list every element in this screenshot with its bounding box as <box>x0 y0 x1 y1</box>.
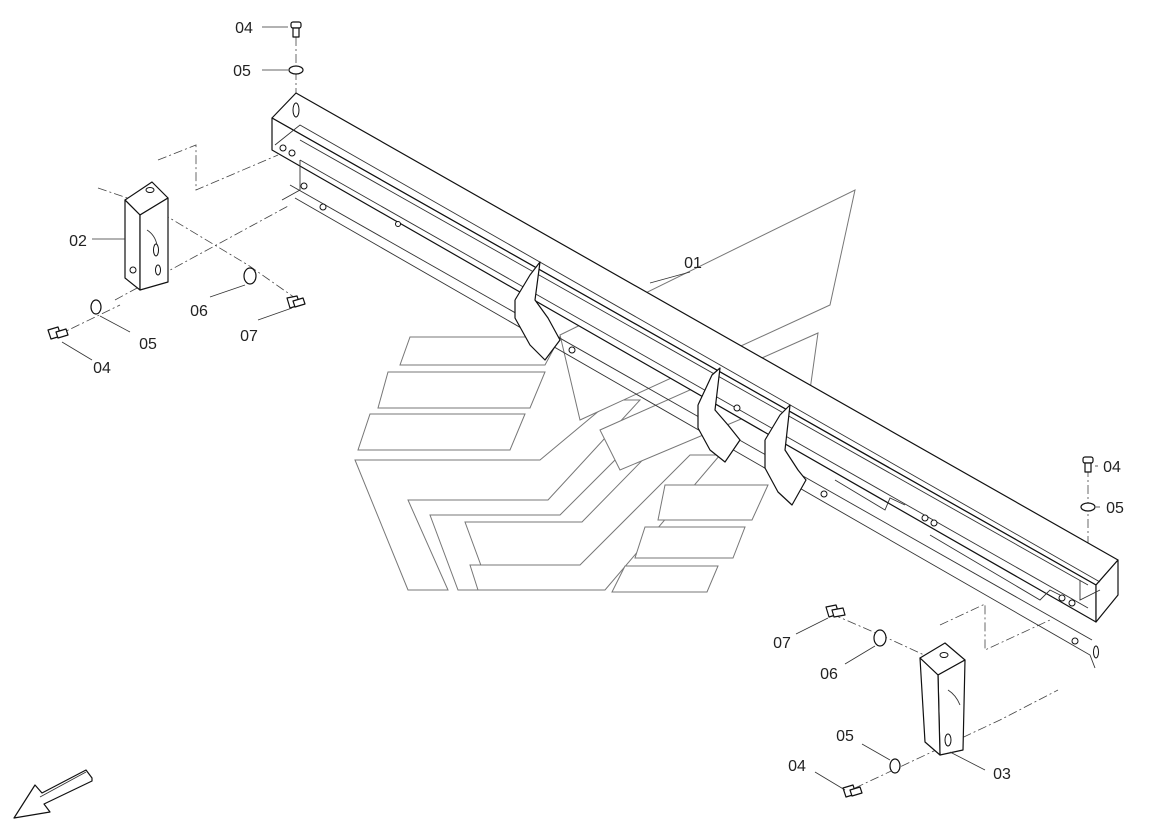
left-lower-washer-icon <box>90 299 102 315</box>
top-right-bolt-icon <box>1082 456 1094 473</box>
callout-06-right-washer: 06 <box>820 666 838 683</box>
callout-07-left-bolt: 07 <box>240 328 258 345</box>
leader-lines <box>61 26 1100 791</box>
callout-05-top-right-washer: 05 <box>1106 500 1124 517</box>
left-washer-icon <box>243 267 257 285</box>
callout-05-left-lower-washer: 05 <box>139 336 157 353</box>
right-lower-bolt-icon <box>842 784 863 798</box>
top-left-washer-icon <box>288 65 304 75</box>
callout-02-left-bracket: 02 <box>69 233 87 250</box>
top-right-washer-icon <box>1080 502 1096 512</box>
right-washer-icon <box>873 629 887 647</box>
callout-01-main-beam: 01 <box>684 255 702 272</box>
callout-06-left-washer: 06 <box>190 303 208 320</box>
callout-03-right-bracket: 03 <box>993 766 1011 783</box>
left-lower-bolt-icon <box>47 326 69 340</box>
callout-05-top-left-washer: 05 <box>233 63 251 80</box>
right-lower-washer-icon <box>889 758 901 774</box>
callout-07-right-bolt: 07 <box>773 635 791 652</box>
left-bracket <box>124 181 169 291</box>
direction-arrow-icon <box>13 769 93 819</box>
top-left-bolt-icon <box>290 21 302 38</box>
callout-labels: 01 02 03 04 05 06 07 05 04 04 05 07 06 0… <box>69 20 1124 783</box>
callout-04-right-lower-bolt: 04 <box>788 758 806 775</box>
callout-05-right-lower-washer: 05 <box>836 728 854 745</box>
right-bracket <box>919 642 966 756</box>
right-bolt-icon <box>825 604 846 618</box>
left-bolt-icon <box>286 295 306 309</box>
callout-04-top-right-bolt: 04 <box>1103 459 1121 476</box>
callout-04-left-lower-bolt: 04 <box>93 360 111 377</box>
main-beam <box>271 92 1119 669</box>
fasteners <box>47 21 1096 798</box>
callout-04-top-left-bolt: 04 <box>235 20 253 37</box>
